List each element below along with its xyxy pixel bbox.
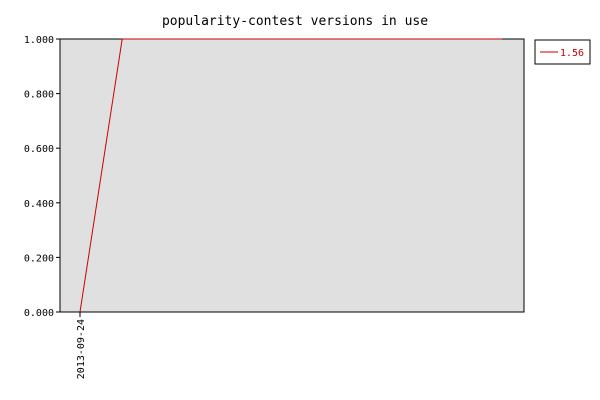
x-axis: 2013-09-24 bbox=[76, 312, 87, 379]
legend-label: 1.56 bbox=[560, 48, 584, 59]
y-tick-label: 0.800 bbox=[24, 90, 54, 101]
y-tick-label: 0.000 bbox=[24, 308, 54, 319]
x-tick-label: 2013-09-24 bbox=[76, 319, 87, 379]
series-layer bbox=[79, 38, 502, 313]
legend: 1.56 bbox=[534, 39, 591, 65]
plot-area bbox=[59, 38, 525, 313]
y-tick-label: 1.000 bbox=[24, 35, 54, 46]
y-tick-label: 0.200 bbox=[24, 253, 54, 264]
series-line bbox=[79, 38, 502, 313]
y-axis: 0.000 0.200 0.400 0.600 0.800 1.000 bbox=[24, 35, 60, 319]
y-tick-label: 0.400 bbox=[24, 199, 54, 210]
y-tick-label: 0.600 bbox=[24, 144, 54, 155]
chart-title: popularity-contest versions in use bbox=[162, 14, 428, 29]
